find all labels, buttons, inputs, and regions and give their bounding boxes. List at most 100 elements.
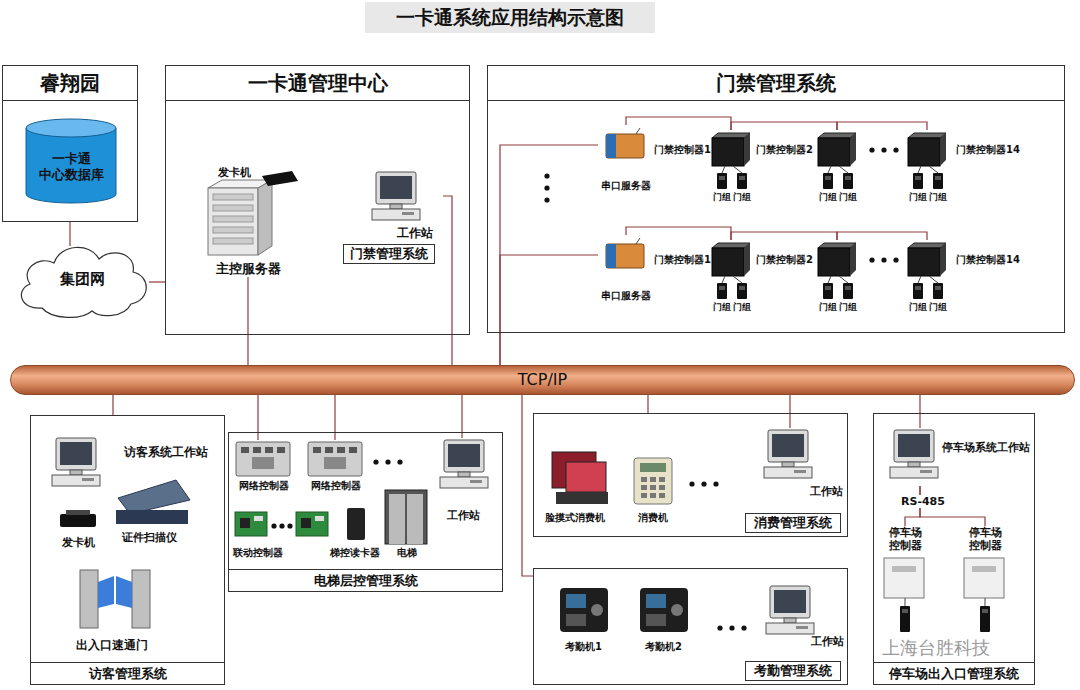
connector: [837, 232, 927, 240]
key: [650, 493, 656, 498]
node-label: 工作站: [810, 485, 843, 498]
monitor-stand: [784, 618, 796, 623]
monitor: [768, 430, 808, 462]
center-panel: 主控服务器工作站门禁管理系统一卡通管理中心: [165, 65, 470, 335]
workstation-node: 访客系统工作站: [48, 435, 208, 495]
device-label: 消费机: [638, 512, 668, 524]
terminal: [277, 447, 285, 453]
ellipsis-dot: [881, 257, 886, 262]
cylinder-top: [26, 119, 116, 137]
serial-server-side: [606, 134, 616, 158]
cloud-shape: [21, 247, 146, 317]
network-controller: 网络控制器: [302, 440, 370, 492]
node-label: 串口服务器: [601, 290, 651, 302]
database-cylinder: 一卡通 中心数据库: [25, 118, 117, 204]
node-label: 工作站: [447, 509, 480, 522]
card-reader: [737, 283, 747, 299]
diagram-title: 一卡通系统应用结构示意图: [365, 2, 655, 33]
controller-top: [908, 133, 946, 138]
network-controller: 网络控制器: [230, 440, 298, 492]
controller-top: [818, 243, 856, 248]
reader-window: [845, 176, 851, 180]
monitor: [444, 440, 484, 472]
reader-window: [739, 176, 745, 180]
node-label: 串口服务器: [601, 180, 651, 192]
node-label: 门禁控制器1: [654, 144, 711, 156]
turnstile-wing: [98, 576, 114, 608]
node-label: 网络控制器: [239, 480, 289, 492]
device-label: 发卡机: [218, 166, 251, 179]
device-label: 考勤机2: [645, 641, 682, 653]
elevator-frame: [385, 490, 427, 544]
parking-controller: 停车场 控制器: [958, 526, 1012, 602]
chip: [240, 518, 250, 528]
key: [659, 485, 665, 490]
key: [659, 493, 665, 498]
controller-icon: [908, 248, 940, 276]
wire: [929, 166, 938, 173]
key: [641, 485, 647, 490]
connector: [247, 277, 248, 365]
connector: [69, 222, 70, 246]
connector: [149, 281, 165, 282]
desktop-case: [764, 467, 812, 478]
nameplate: [892, 566, 916, 572]
controller-side: [940, 133, 946, 166]
node-label: 消费管理系统: [745, 513, 841, 533]
serial-server: 串口服务器: [598, 125, 654, 192]
scanner-base: [116, 510, 188, 524]
card-reader: [933, 283, 943, 299]
wire: [905, 598, 906, 606]
parking-controller: 停车场 控制器: [878, 526, 932, 602]
reader-window: [719, 286, 725, 290]
workstation-node: 工作站: [428, 438, 498, 522]
desktop-case: [52, 475, 100, 486]
display: [646, 594, 666, 608]
node-label: 考勤管理系统: [745, 661, 841, 681]
connector: [500, 145, 598, 365]
wire: [722, 276, 725, 283]
drive-bay: [213, 194, 253, 200]
connector: [626, 117, 731, 130]
desktop-case: [372, 209, 420, 220]
monitor-stand: [70, 470, 82, 475]
wire: [828, 166, 831, 173]
door-controller: 门禁控制器2: [756, 240, 858, 280]
screen: [380, 176, 412, 199]
serial-server-icon: [606, 244, 644, 268]
display: [566, 594, 586, 608]
attendance-machine: [560, 588, 608, 632]
card-reader: [900, 606, 910, 632]
workstation-node: 停车场系统工作站: [880, 428, 1030, 486]
scanner-lid: [118, 480, 190, 514]
monitor: [894, 430, 934, 462]
reader-window: [719, 176, 725, 180]
drive-slot: [796, 626, 808, 629]
node-label: 电梯层控管理系统: [229, 569, 502, 591]
key: [659, 477, 665, 482]
connector: [626, 227, 731, 240]
ellipsis-dot: [544, 173, 549, 178]
door-controller: 门禁控制器14: [906, 240, 1020, 280]
card-issuer-icon: [60, 514, 96, 527]
chip: [252, 457, 274, 469]
device-label: 门组: [909, 302, 927, 313]
connector: [443, 196, 452, 365]
monitor: [770, 586, 810, 618]
site-panel: 一卡通 中心数据库睿翔园: [2, 65, 138, 222]
ellipsis-dot: [385, 459, 390, 464]
wire: [828, 276, 831, 283]
controller-top: [818, 133, 856, 138]
node-label: 一卡通 中心数据库: [34, 139, 108, 182]
monitor-stand: [782, 462, 794, 467]
key: [641, 477, 647, 482]
cylinder-body: [26, 128, 116, 203]
monitor-stand: [458, 472, 470, 477]
controller-side: [850, 133, 856, 166]
fingerprint-sensor: [591, 604, 603, 616]
node-label: 门禁控制器14: [956, 254, 1020, 266]
drive-slot: [402, 212, 414, 215]
monitor: [376, 172, 416, 204]
node-label: 访客管理系统: [31, 662, 224, 684]
server-node: 主控服务器: [193, 182, 303, 277]
